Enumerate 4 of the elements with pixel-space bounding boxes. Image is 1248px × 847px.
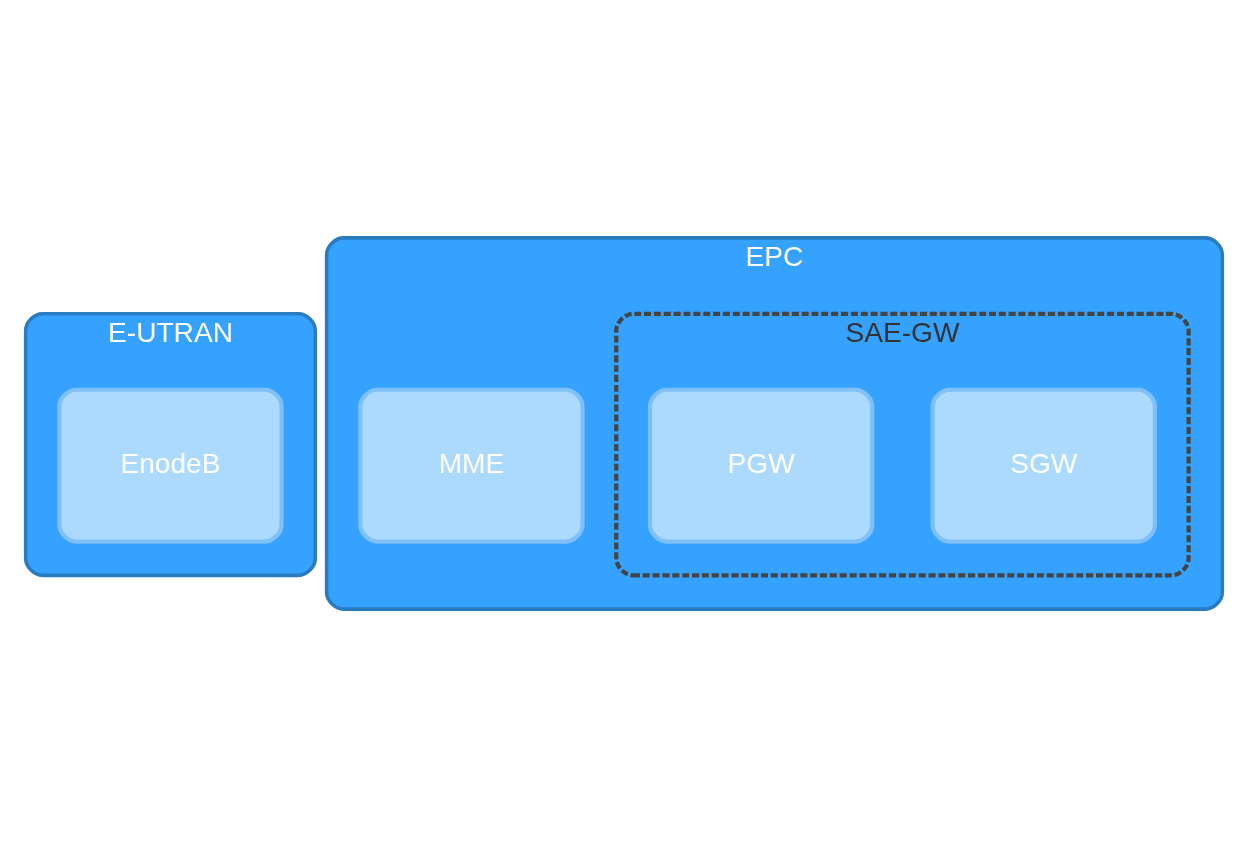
node-box: EnodeB [57, 387, 284, 544]
node-box: MME [358, 387, 585, 544]
node-box: PGW [647, 387, 875, 544]
node-box: SGW [930, 387, 1157, 544]
